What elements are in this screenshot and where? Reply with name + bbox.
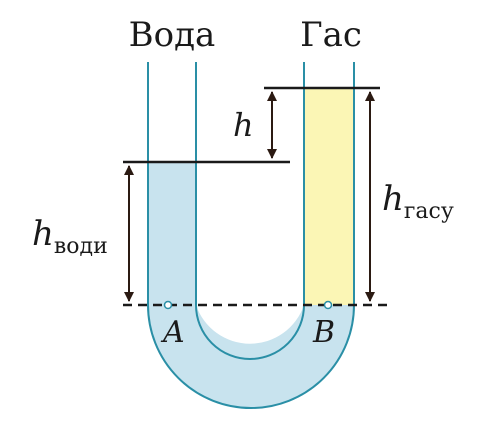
u-tube bbox=[147, 62, 355, 409]
h-water-subscript: води bbox=[54, 234, 108, 259]
point-a-label: A bbox=[160, 315, 185, 350]
tube-inner-wall bbox=[195, 62, 305, 360]
water-label: Вода bbox=[129, 15, 216, 55]
h-water-label: hводи bbox=[32, 214, 108, 259]
h-kerosene-label: hгасу bbox=[382, 179, 454, 224]
h-kerosene-var: h bbox=[382, 179, 404, 219]
h-kerosene-subscript: гасу bbox=[404, 199, 454, 224]
point-b-marker bbox=[323, 300, 333, 310]
kerosene-fill bbox=[304, 88, 354, 305]
h-label: h bbox=[233, 106, 254, 144]
water-fill bbox=[148, 162, 354, 408]
h-water-var: h bbox=[32, 214, 54, 254]
point-b-label: B bbox=[312, 315, 335, 350]
kerosene-label: Гас bbox=[300, 15, 362, 55]
tube-outer-wall bbox=[147, 62, 355, 409]
point-a-marker bbox=[163, 300, 173, 310]
